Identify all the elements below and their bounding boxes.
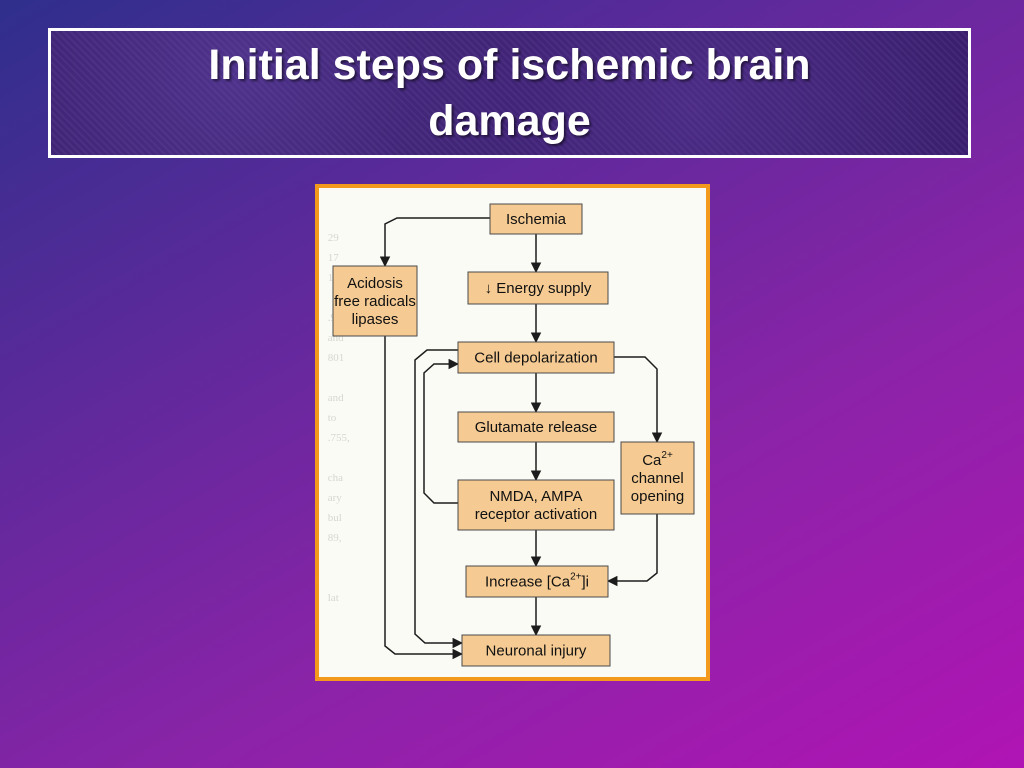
node-box bbox=[457, 479, 615, 531]
node-label: channel bbox=[631, 470, 684, 487]
edge-depol-to-ca_channel bbox=[614, 356, 663, 444]
node-increase-ca: Increase [Ca2+]i bbox=[465, 565, 609, 598]
node-label: free radicals bbox=[334, 293, 416, 310]
node-label: Ca2+ bbox=[642, 450, 673, 469]
node-label: ↓ Energy supply bbox=[485, 280, 592, 297]
node-box bbox=[467, 271, 609, 305]
node-label: NMDA, AMPA bbox=[489, 488, 582, 505]
node-label: Acidosis bbox=[347, 275, 403, 292]
node-label: Cell depolarization bbox=[474, 350, 597, 367]
edge-depol-to-injury bbox=[414, 349, 464, 649]
node-label: receptor activation bbox=[475, 506, 598, 523]
node-energy: ↓ Energy supply bbox=[467, 271, 609, 305]
node-depol: Cell depolarization bbox=[457, 341, 615, 374]
node-label: lipases bbox=[352, 311, 399, 328]
edge-acidosis-to-injury bbox=[384, 336, 464, 660]
node-glutamate: Glutamate release bbox=[457, 411, 615, 443]
node-box bbox=[489, 203, 583, 235]
slide-title: Initial steps of ischemic brain damage bbox=[208, 41, 811, 145]
title-box: Initial steps of ischemic brain damage bbox=[48, 28, 971, 158]
diagram-figure: 29 17 14 .997, and 801 and to .755, cha … bbox=[315, 184, 710, 681]
node-label: Increase [Ca2+]i bbox=[485, 572, 589, 591]
node-box bbox=[457, 411, 615, 443]
node-box bbox=[457, 341, 615, 374]
node-label: Glutamate release bbox=[475, 419, 598, 436]
node-box bbox=[465, 565, 609, 598]
node-box bbox=[461, 634, 611, 667]
node-label: Ischemia bbox=[506, 211, 567, 228]
node-label: Neuronal injury bbox=[486, 643, 587, 660]
node-injury: Neuronal injury bbox=[461, 634, 611, 667]
node-box bbox=[620, 441, 695, 515]
node-box bbox=[332, 265, 418, 337]
page-bleed-through: 29 17 14 .997, and 801 and to .755, cha … bbox=[327, 232, 350, 604]
node-ischemia: Ischemia bbox=[489, 203, 583, 235]
node-label: opening bbox=[631, 488, 684, 505]
edge-ca_channel-to-increase_ca bbox=[606, 514, 658, 587]
edge-ischemia-to-acidosis bbox=[379, 217, 490, 268]
edge-nmda-to-depol bbox=[423, 358, 460, 504]
